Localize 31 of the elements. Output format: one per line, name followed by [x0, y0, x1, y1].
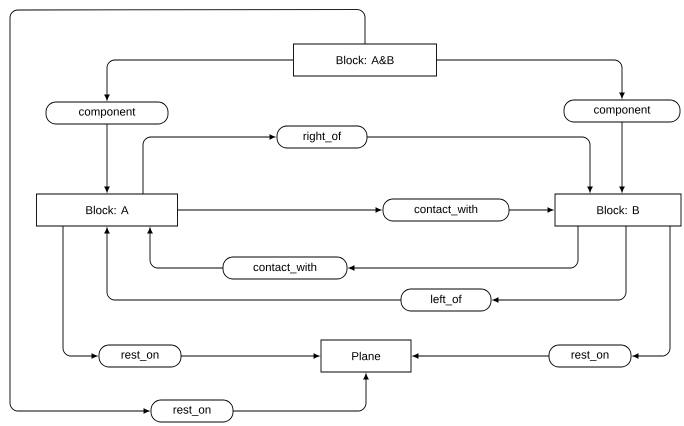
relation-box: rest_on — [98, 344, 182, 368]
relation-box: component — [564, 100, 680, 122]
arrow — [181, 353, 320, 359]
relation-box: rest_on — [150, 400, 234, 422]
arrow — [436, 60, 625, 98]
arrow — [62, 226, 98, 359]
arrow — [10, 9, 366, 414]
arrow — [104, 124, 110, 192]
concept-box: Plane — [320, 340, 412, 372]
relation-box: component — [46, 102, 168, 124]
arrow — [632, 226, 670, 359]
arrow — [142, 134, 276, 194]
relation-box: rest_on — [548, 344, 632, 368]
relation-box: contact_with — [222, 256, 348, 280]
arrow — [412, 353, 549, 359]
arrow — [178, 207, 382, 213]
arrow — [104, 60, 294, 100]
arrow — [348, 226, 578, 271]
concept-box: Block: A — [36, 194, 178, 226]
arrow — [509, 207, 554, 213]
relation-box: contact_with — [382, 198, 510, 222]
arrow — [367, 136, 593, 192]
concept-box: Block: A&B — [293, 44, 437, 76]
arrow — [619, 122, 625, 192]
arrow — [492, 226, 626, 303]
relation-box: right_of — [276, 126, 368, 148]
arrow — [147, 228, 223, 268]
concept-box: Block: B — [554, 194, 682, 226]
arrow — [104, 228, 401, 300]
arrow — [233, 374, 369, 412]
relation-box: left_of — [400, 288, 492, 312]
